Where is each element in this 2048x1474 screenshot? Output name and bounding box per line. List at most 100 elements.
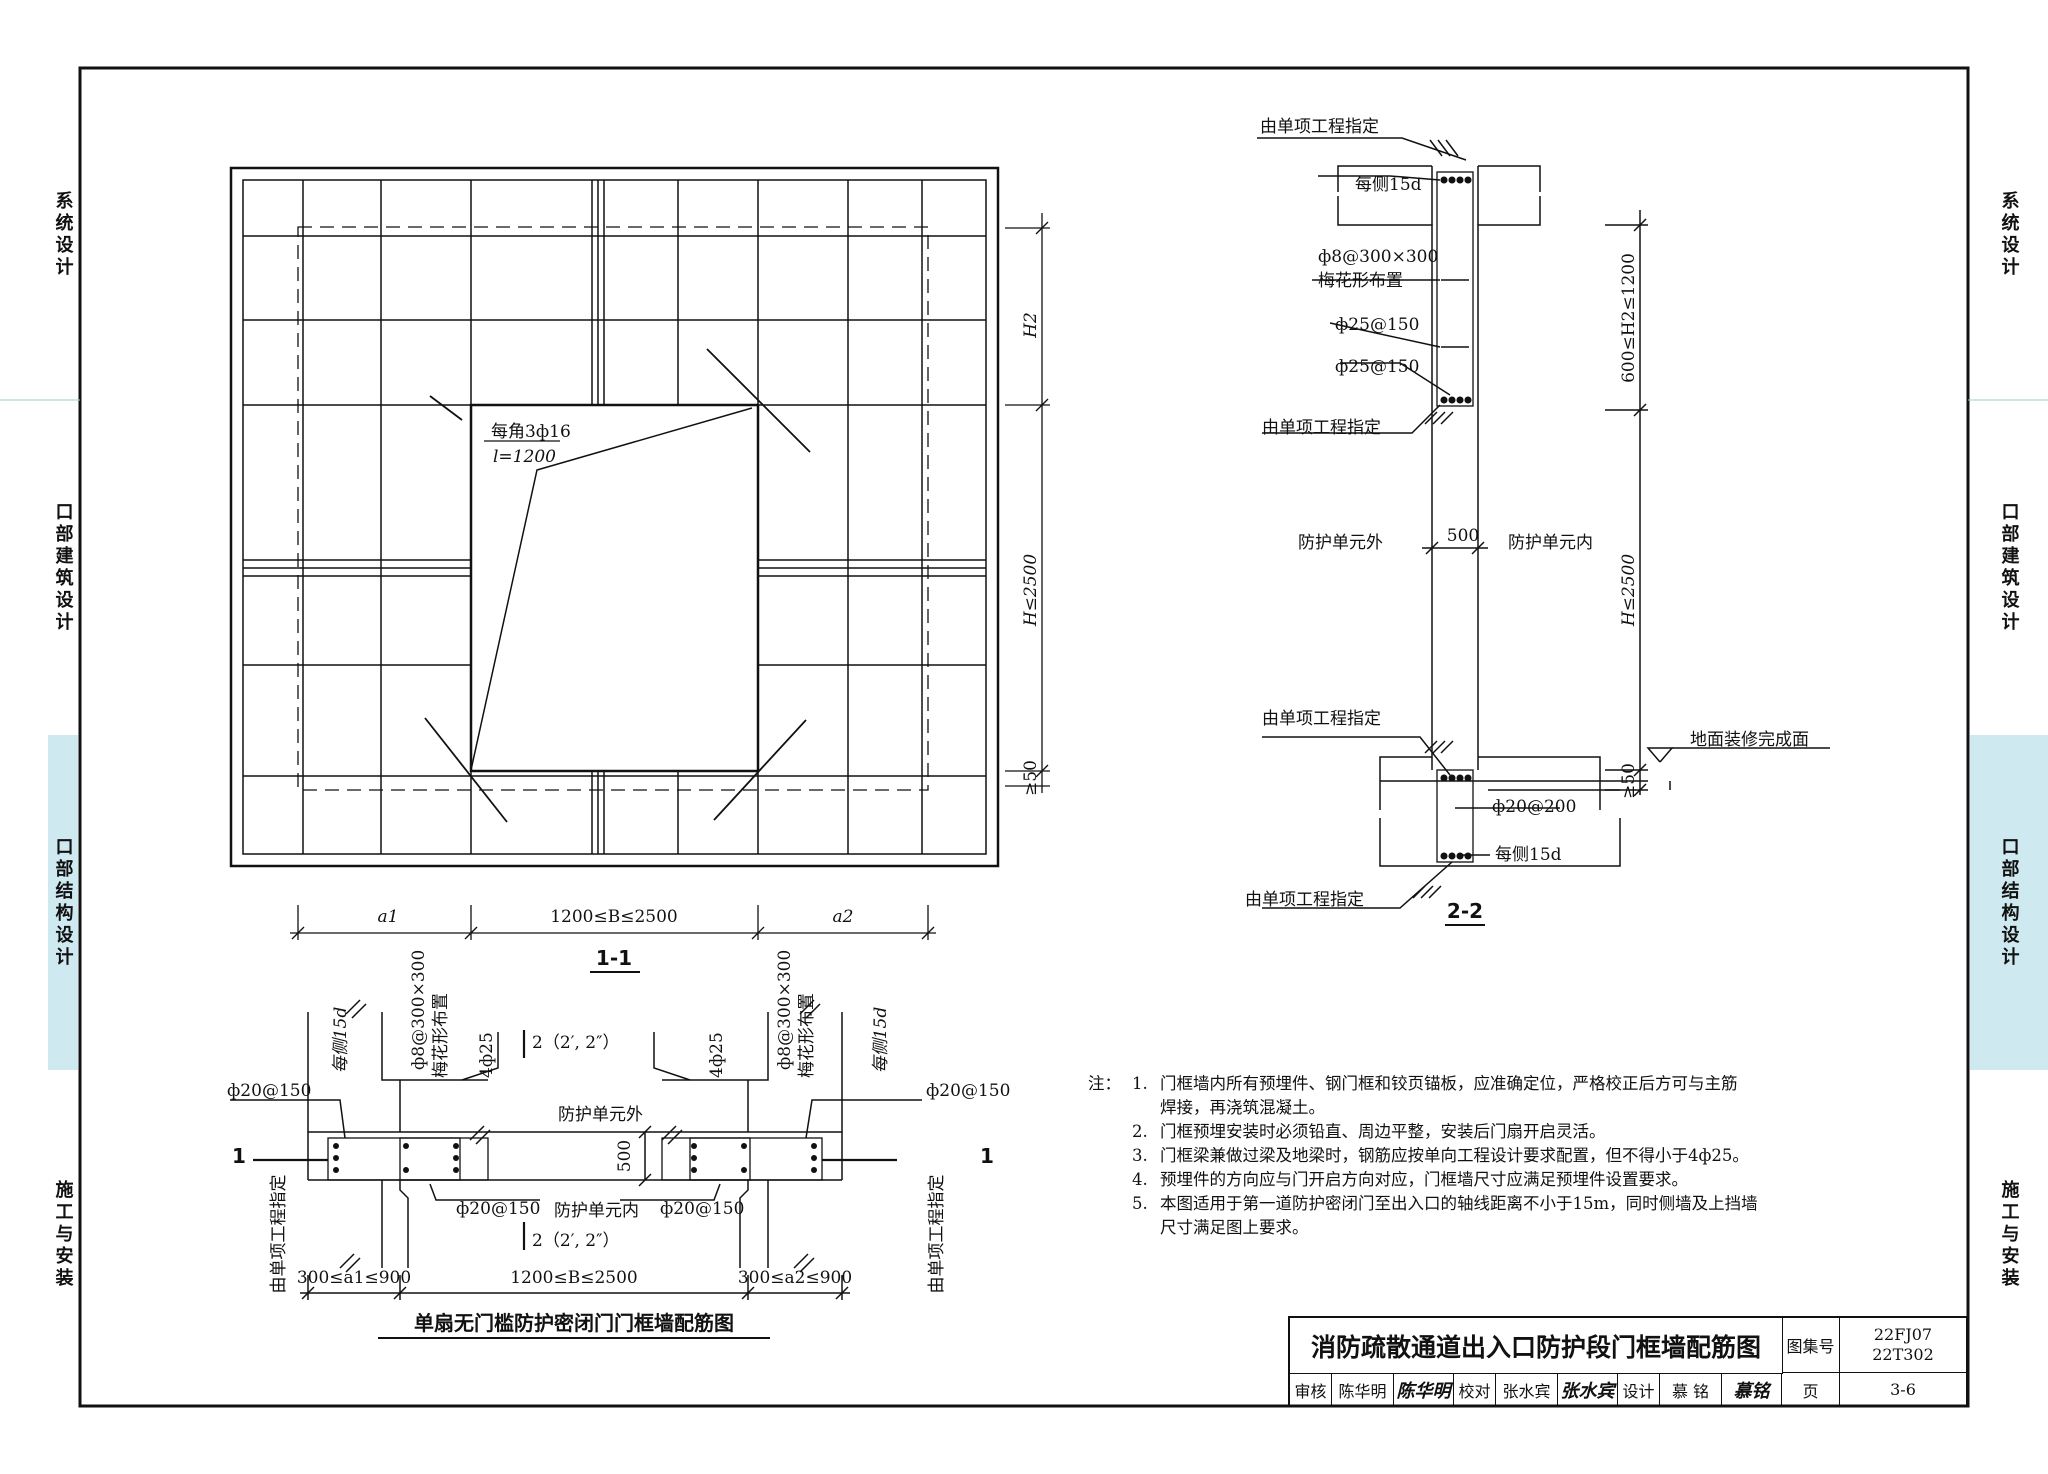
bar-mid-left: ф20@150 — [456, 1199, 540, 1219]
tab-label: 施工与安装 — [1998, 1180, 2020, 1290]
atlas-number-2: 22T302 — [1872, 1345, 1934, 1364]
left-tab-architecture[interactable]: 口部建筑设计 — [48, 400, 78, 735]
tab-label: 口部结构设计 — [1998, 836, 2020, 969]
note-text: 门框墙内所有预埋件、钢门框和铰页锚板，应准确定位，严格校正后方可与主筋 — [1160, 1074, 1738, 1093]
tab-label: 口部结构设计 — [52, 836, 74, 969]
specified-plan-right: 由单项工程指定 — [927, 1175, 947, 1294]
note-row: 4. 预埋件的方向应与门开启方向对应，门框墙尺寸应满足预埋件设置要求。 — [1088, 1168, 2048, 1192]
note-text: 门框梁兼做过梁及地梁时，钢筋应按单向工程设计要求配置，但不得小于4ф25。 — [1160, 1146, 1749, 1165]
atlas-number-1: 22FJ07 — [1873, 1325, 1933, 1344]
review-label: 审核 — [1290, 1373, 1332, 1407]
plan-view — [230, 999, 922, 1300]
dim-50: ≥50 — [1021, 760, 1041, 796]
note-num: 1. — [1132, 1074, 1148, 1093]
plan-caption: 单扇无门槛防护密闭门门框墙配筋图 — [414, 1311, 734, 1335]
left-tab-system[interactable]: 系统设计 — [48, 70, 78, 400]
left-tab-structure[interactable]: 口部结构设计 — [48, 735, 78, 1070]
outside-22: 防护单元外 — [1298, 533, 1383, 553]
each-side-right: 每侧15d — [871, 1007, 891, 1074]
cut-mark-left: 1 — [232, 1144, 246, 1168]
atlas-number: 22FJ07 22T302 — [1840, 1318, 1967, 1373]
note-num — [1132, 1216, 1160, 1240]
thickness-22: 500 — [1447, 526, 1479, 546]
design-label: 设计 — [1618, 1373, 1660, 1407]
note-row: 5. 本图适用于第一道防护密闭门至出入口的轴线距离不小于15m，同时侧墙及上挡墙 — [1088, 1192, 2048, 1216]
right-tab-construction[interactable]: 施工与安装 — [1970, 1070, 2048, 1400]
each-side-left: 每侧15d — [331, 1007, 351, 1074]
dim-h: H≤2500 — [1021, 554, 1041, 628]
dim-plan-a1: 300≤a1≤900 — [297, 1268, 411, 1288]
dim-b: 1200≤B≤2500 — [550, 907, 678, 927]
note-text: 焊接，再浇筑混凝土。 — [1160, 1098, 1325, 1117]
section-2-2 — [1257, 137, 1830, 909]
bar-upper-22: ф25@150 — [1335, 315, 1419, 335]
bar-lower-22: ф25@150 — [1335, 357, 1419, 377]
stirrup-22: ф8@300×300 — [1318, 247, 1438, 267]
specified-mid: 由单项工程指定 — [1262, 418, 1381, 438]
atlas-label: 图集号 — [1782, 1318, 1840, 1373]
tab-label: 施工与安装 — [52, 1180, 74, 1290]
thickness-plan: 500 — [615, 1140, 635, 1172]
check-label: 校对 — [1454, 1373, 1496, 1407]
tab-label: 系统设计 — [52, 191, 74, 279]
page-number: 3-6 — [1840, 1373, 1967, 1407]
dim-plan-a2: 300≤a2≤900 — [738, 1268, 852, 1288]
note-row: 注： 1. 门框墙内所有预埋件、钢门框和铰页锚板，应准确定位，严格校正后方可与主筋 — [1088, 1072, 2048, 1096]
each-side-top: 每侧15d — [1355, 175, 1422, 195]
notes: 注：1.门框墙内所有预埋件、钢门框和铰页锚板，应准确定位，严格校正后方可与主筋 … — [1088, 1072, 2048, 1240]
elevation-1-1 — [229, 166, 1000, 868]
left-tab-construction[interactable]: 施工与安装 — [48, 1070, 78, 1400]
note-text: 尺寸满足图上要求。 — [1160, 1218, 1309, 1237]
note-row: 焊接，再浇筑混凝土。 — [1088, 1096, 2048, 1120]
specified-bottom: 由单项工程指定 — [1245, 890, 1364, 910]
outside-plan: 防护单元外 — [558, 1105, 643, 1125]
stirrup-right: ф8@300×300 — [775, 950, 795, 1070]
dim-h2-range: 600≤H2≤1200 — [1619, 253, 1639, 383]
note-row: 2. 门框预埋安装时必须铅直、周边平整，安装后门扇开启灵活。 — [1088, 1120, 2048, 1144]
bottom-bar: ф20@200 — [1492, 797, 1576, 817]
bar-right: ф20@150 — [926, 1081, 1010, 1101]
right-tab-structure[interactable]: 口部结构设计 — [1970, 735, 2048, 1070]
note-prefix: 注： — [1088, 1074, 1121, 1093]
dim-a1: a1 — [378, 907, 399, 927]
note-num: 5. — [1132, 1194, 1148, 1213]
note-text: 本图适用于第一道防护密闭门至出入口的轴线距离不小于15m，同时侧墙及上挡墙 — [1160, 1194, 1758, 1213]
plan-rebar-dots — [333, 1143, 817, 1173]
specified-top: 由单项工程指定 — [1260, 117, 1379, 137]
specified-plan-left: 由单项工程指定 — [269, 1175, 289, 1294]
note-row: 3. 门框梁兼做过梁及地梁时，钢筋应按单向工程设计要求配置，但不得小于4ф25。 — [1088, 1144, 2048, 1168]
elevation-horizontal-dims — [290, 905, 936, 940]
dim-h-22: H≤2500 — [1619, 554, 1639, 628]
corner-bar-label: 每角3ф16 — [491, 422, 571, 442]
right-tab-system[interactable]: 系统设计 — [1970, 70, 2048, 400]
note-text: 门框预埋安装时必须铅直、周边平整，安装后门扇开启灵活。 — [1160, 1122, 1606, 1141]
note-num: 3. — [1132, 1146, 1148, 1165]
corner-bars-left: 4ф25 — [477, 1032, 497, 1078]
design-name: 慕 铭 — [1660, 1373, 1722, 1407]
stirrup-layout-22: 梅花形布置 — [1318, 271, 1403, 291]
floor-finish: 地面装修完成面 — [1690, 730, 1809, 750]
title-block: 消防疏散通道出入口防护段门框墙配筋图 图集号 22FJ07 22T302 审核 … — [1288, 1316, 1967, 1407]
bar-mid-right: ф20@150 — [660, 1199, 744, 1219]
dim-plan-b: 1200≤B≤2500 — [510, 1268, 638, 1288]
drawing-title: 消防疏散通道出入口防护段门框墙配筋图 — [1290, 1318, 1783, 1374]
stirrup-layout-left: 梅花形布置 — [431, 993, 451, 1078]
corner-bars-right: 4ф25 — [707, 1032, 727, 1078]
note-row: 尺寸满足图上要求。 — [1088, 1216, 2048, 1240]
section-label-2-2: 2-2 — [1447, 899, 1483, 923]
note-num: 4. — [1132, 1170, 1148, 1189]
review-name: 陈华明 — [1332, 1373, 1394, 1407]
note-num: 2. — [1132, 1122, 1148, 1141]
each-side-bottom: 每侧15d — [1495, 845, 1562, 865]
sheet-frame — [78, 66, 1970, 1408]
specified-floor: 由单项工程指定 — [1262, 709, 1381, 729]
stirrup-layout-right: 梅花形布置 — [797, 993, 817, 1078]
elevation-vertical-dims — [1005, 213, 1050, 793]
inside-22: 防护单元内 — [1508, 533, 1593, 553]
note-text: 预埋件的方向应与门开启方向对应，门框墙尺寸应满足预埋件设置要求。 — [1160, 1170, 1688, 1189]
tab-label: 系统设计 — [1998, 191, 2020, 279]
dim-h2: H2 — [1021, 312, 1041, 339]
note-num — [1132, 1096, 1160, 1120]
right-tab-architecture[interactable]: 口部建筑设计 — [1970, 400, 2048, 735]
